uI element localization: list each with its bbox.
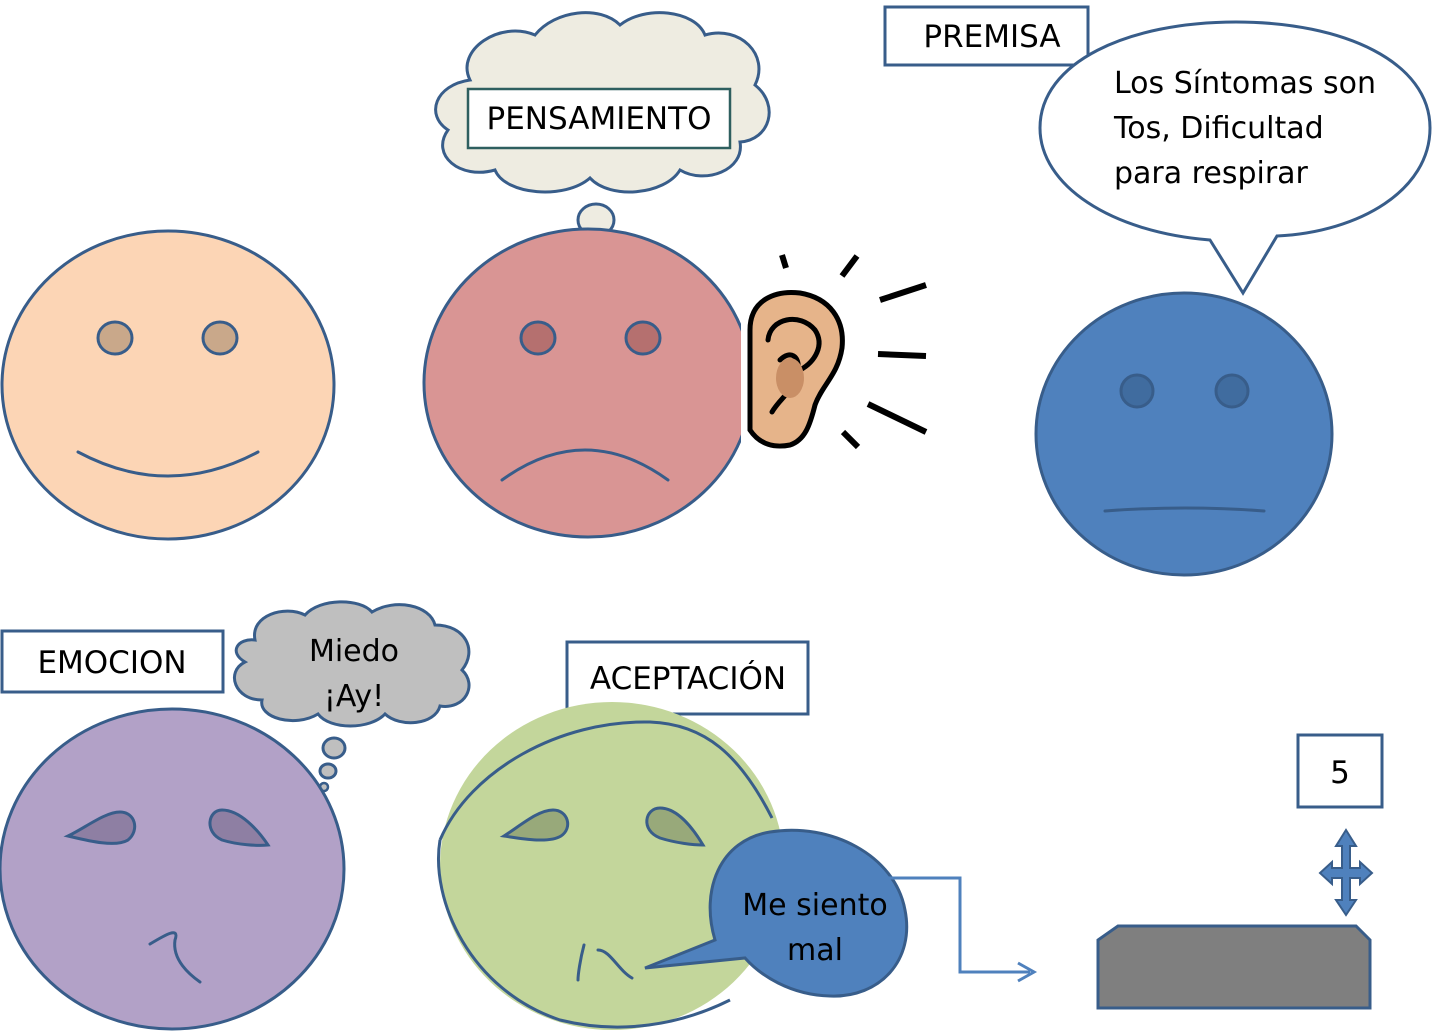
aceptacion-label: ACEPTACIÓN — [590, 660, 786, 697]
fear-cloud-line1: Miedo — [309, 634, 399, 669]
aceptacion-label-box: ACEPTACIÓN — [565, 640, 810, 716]
happy-face-smile — [76, 450, 260, 478]
neutral-face-mouth — [1103, 506, 1266, 513]
accept-face-right-eye — [645, 806, 706, 847]
premisa-label-box: PREMISA — [883, 5, 1090, 67]
premisa-text-line3: para respirar — [1114, 156, 1309, 191]
pensamiento-label-box: PENSAMIENTO — [466, 87, 732, 150]
emocion-label-box: EMOCION — [0, 629, 225, 694]
sad-face-frown — [500, 448, 670, 482]
fear-face — [0, 707, 346, 1031]
sad-face-right-eye — [624, 320, 662, 356]
fear-cloud-dot-medium — [318, 762, 338, 780]
fear-face-mouth — [148, 931, 202, 984]
happy-face-left-eye — [96, 320, 134, 356]
premisa-text-line2: Tos, Dificultad — [1113, 111, 1324, 146]
sad-face-left-eye — [519, 320, 557, 356]
pensamiento-label: PENSAMIENTO — [487, 101, 712, 137]
neutral-face-right-eye — [1214, 373, 1250, 409]
aceptacion-speech-bubble: Me siento mal — [644, 828, 909, 998]
fear-cloud-dot-large — [321, 736, 347, 760]
fear-face-right-eye — [208, 808, 271, 847]
premisa-text-line1: Los Síntomas son — [1114, 66, 1376, 101]
accept-face-mouth — [576, 943, 634, 982]
fear-face-left-eye — [63, 810, 137, 845]
sad-face — [422, 227, 754, 539]
elbow-arrow — [882, 876, 1038, 983]
aceptacion-bubble-line1: Me siento — [742, 888, 887, 923]
fear-cloud-line2: ¡Ay! — [324, 679, 384, 714]
gray-platform — [1096, 924, 1372, 1010]
emocion-label: EMOCION — [37, 645, 186, 681]
aceptacion-bubble-line2: mal — [787, 933, 843, 968]
neutral-face — [1034, 291, 1334, 577]
four-way-arrow-icon — [1318, 828, 1374, 917]
number-label: 5 — [1330, 755, 1350, 791]
premisa-speech-bubble: Los Síntomas son Tos, Dificultad para re… — [1038, 20, 1432, 296]
fear-cloud: Miedo ¡Ay! — [233, 600, 471, 793]
accept-face-left-eye — [499, 808, 570, 842]
happy-face — [0, 229, 336, 541]
ear-icon — [741, 253, 928, 450]
neutral-face-left-eye — [1119, 373, 1155, 409]
number-box: 5 — [1296, 733, 1384, 809]
premisa-label: PREMISA — [923, 19, 1060, 55]
happy-face-right-eye — [201, 320, 239, 356]
